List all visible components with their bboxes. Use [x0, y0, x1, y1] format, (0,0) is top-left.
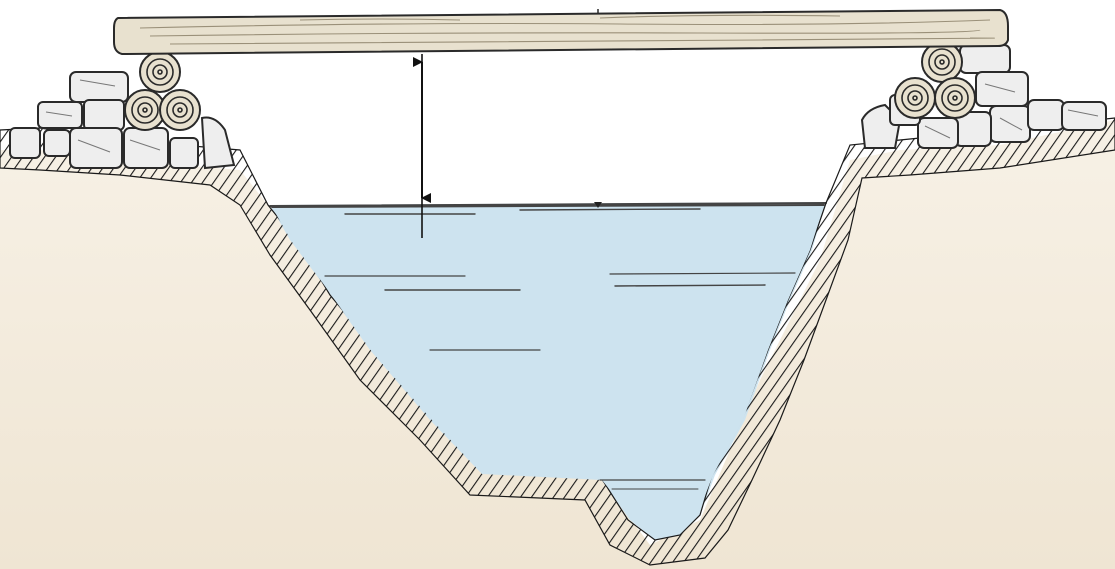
bridge-clearance-diagram [0, 0, 1115, 569]
